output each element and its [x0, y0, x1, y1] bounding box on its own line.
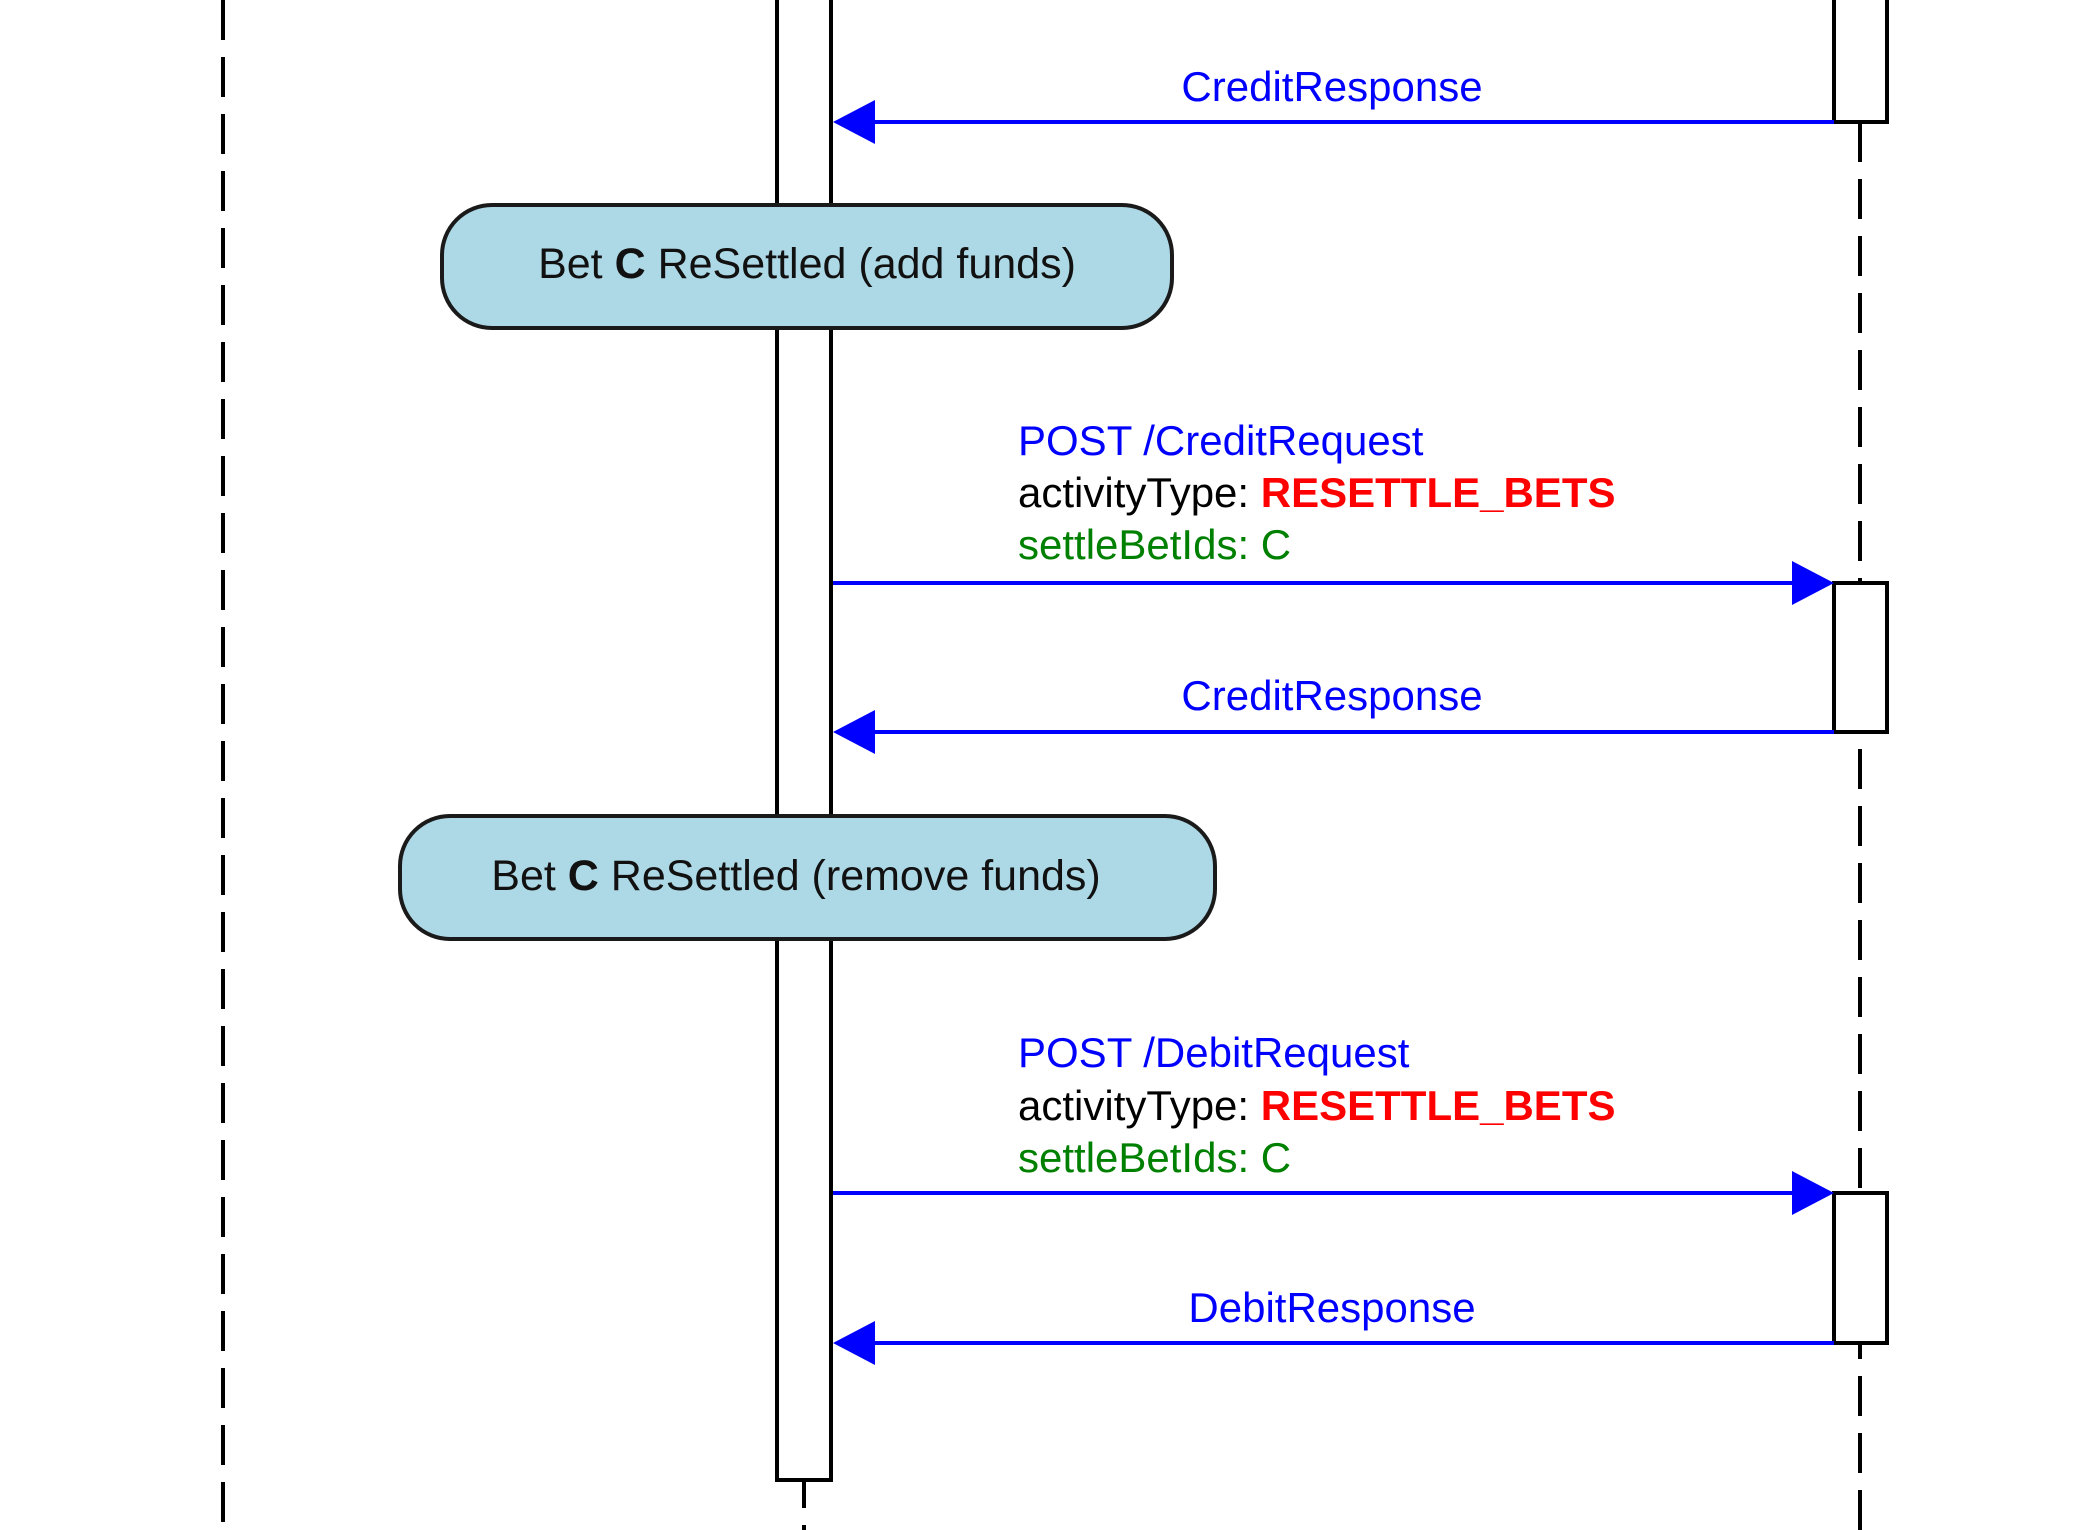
message-credit-request: POST /CreditRequest activityType: RESETT…	[833, 417, 1834, 605]
message-label: CreditResponse	[1181, 672, 1482, 719]
message-method-line: POST /DebitRequest	[1018, 1029, 1410, 1076]
arrowhead-left-icon	[833, 710, 875, 754]
message-debit-response: DebitResponse	[833, 1284, 1834, 1365]
message-credit-response-1: CreditResponse	[833, 63, 1834, 144]
note-box	[398, 814, 1217, 941]
activation-bar-right-1	[1832, 0, 1889, 124]
arrowhead-right-icon	[1792, 561, 1834, 605]
arrowhead-left-icon	[833, 1321, 875, 1365]
message-bet-ids-line: settleBetIds: C	[1018, 1134, 1291, 1181]
message-debit-request: POST /DebitRequest activityType: RESETTL…	[833, 1029, 1834, 1215]
message-label: DebitResponse	[1188, 1284, 1475, 1331]
activation-bar-right-3	[1832, 1191, 1889, 1345]
note-bet-c-resettled-remove-funds: Bet C ReSettled (remove funds)	[398, 814, 1217, 941]
activation-bar-right-2	[1832, 581, 1889, 734]
message-activity-line: activityType: RESETTLE_BETS	[1018, 469, 1616, 516]
message-method-line: POST /CreditRequest	[1018, 417, 1424, 464]
message-label: CreditResponse	[1181, 63, 1482, 110]
note-text: Bet C ReSettled (remove funds)	[491, 852, 1100, 900]
note-text: Bet C ReSettled (add funds)	[538, 240, 1076, 288]
note-bet-c-resettled-add-funds: Bet C ReSettled (add funds)	[440, 203, 1174, 330]
message-bet-ids-line: settleBetIds: C	[1018, 521, 1291, 568]
message-activity-line: activityType: RESETTLE_BETS	[1018, 1082, 1616, 1129]
arrowhead-right-icon	[1792, 1171, 1834, 1215]
message-credit-response-2: CreditResponse	[833, 672, 1834, 754]
note-box	[440, 203, 1174, 330]
arrowhead-left-icon	[833, 100, 875, 144]
